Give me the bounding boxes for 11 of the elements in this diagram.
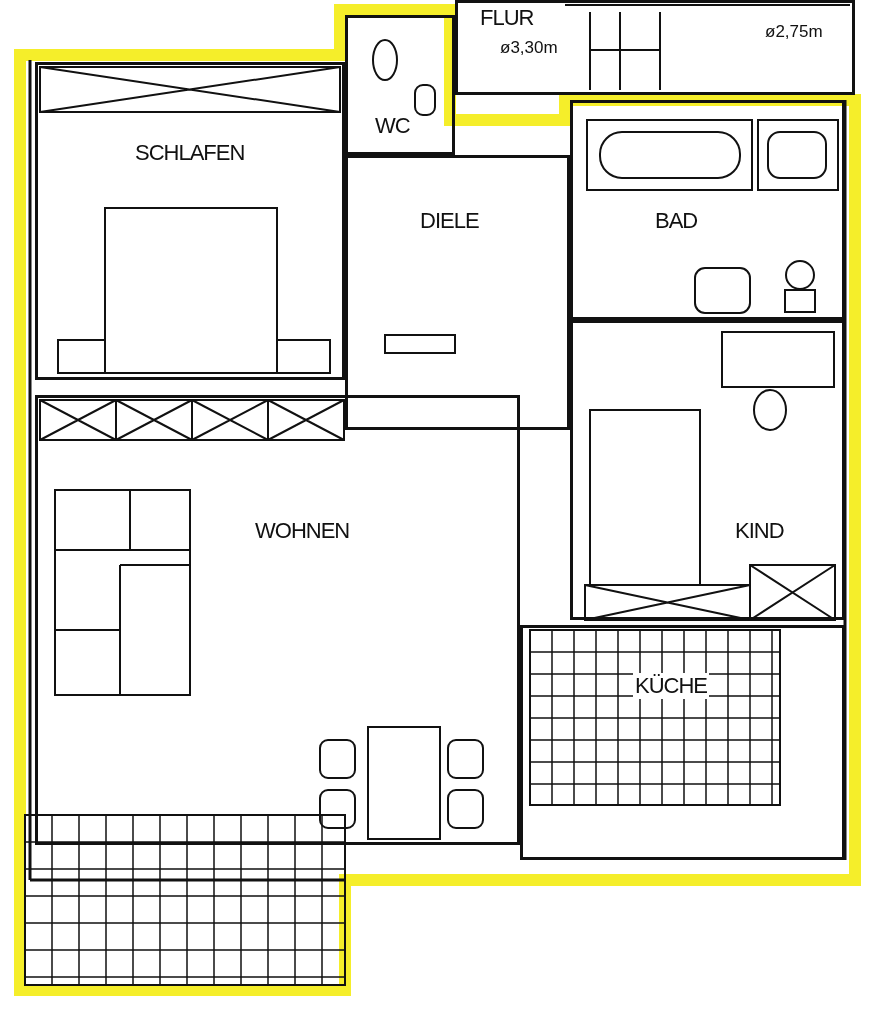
room-outline (345, 15, 455, 155)
room-outline (35, 395, 520, 845)
room-outline (570, 320, 845, 620)
room-name: KÜCHE (633, 673, 709, 699)
ceiling-height-label: ø2,75m (765, 22, 823, 42)
room-outline (35, 62, 345, 380)
room-outline (520, 625, 845, 860)
room-outline (570, 100, 845, 320)
room-outline (455, 0, 855, 95)
ceiling-height-label: ø3,30m (500, 38, 558, 58)
room-outline (345, 155, 570, 430)
